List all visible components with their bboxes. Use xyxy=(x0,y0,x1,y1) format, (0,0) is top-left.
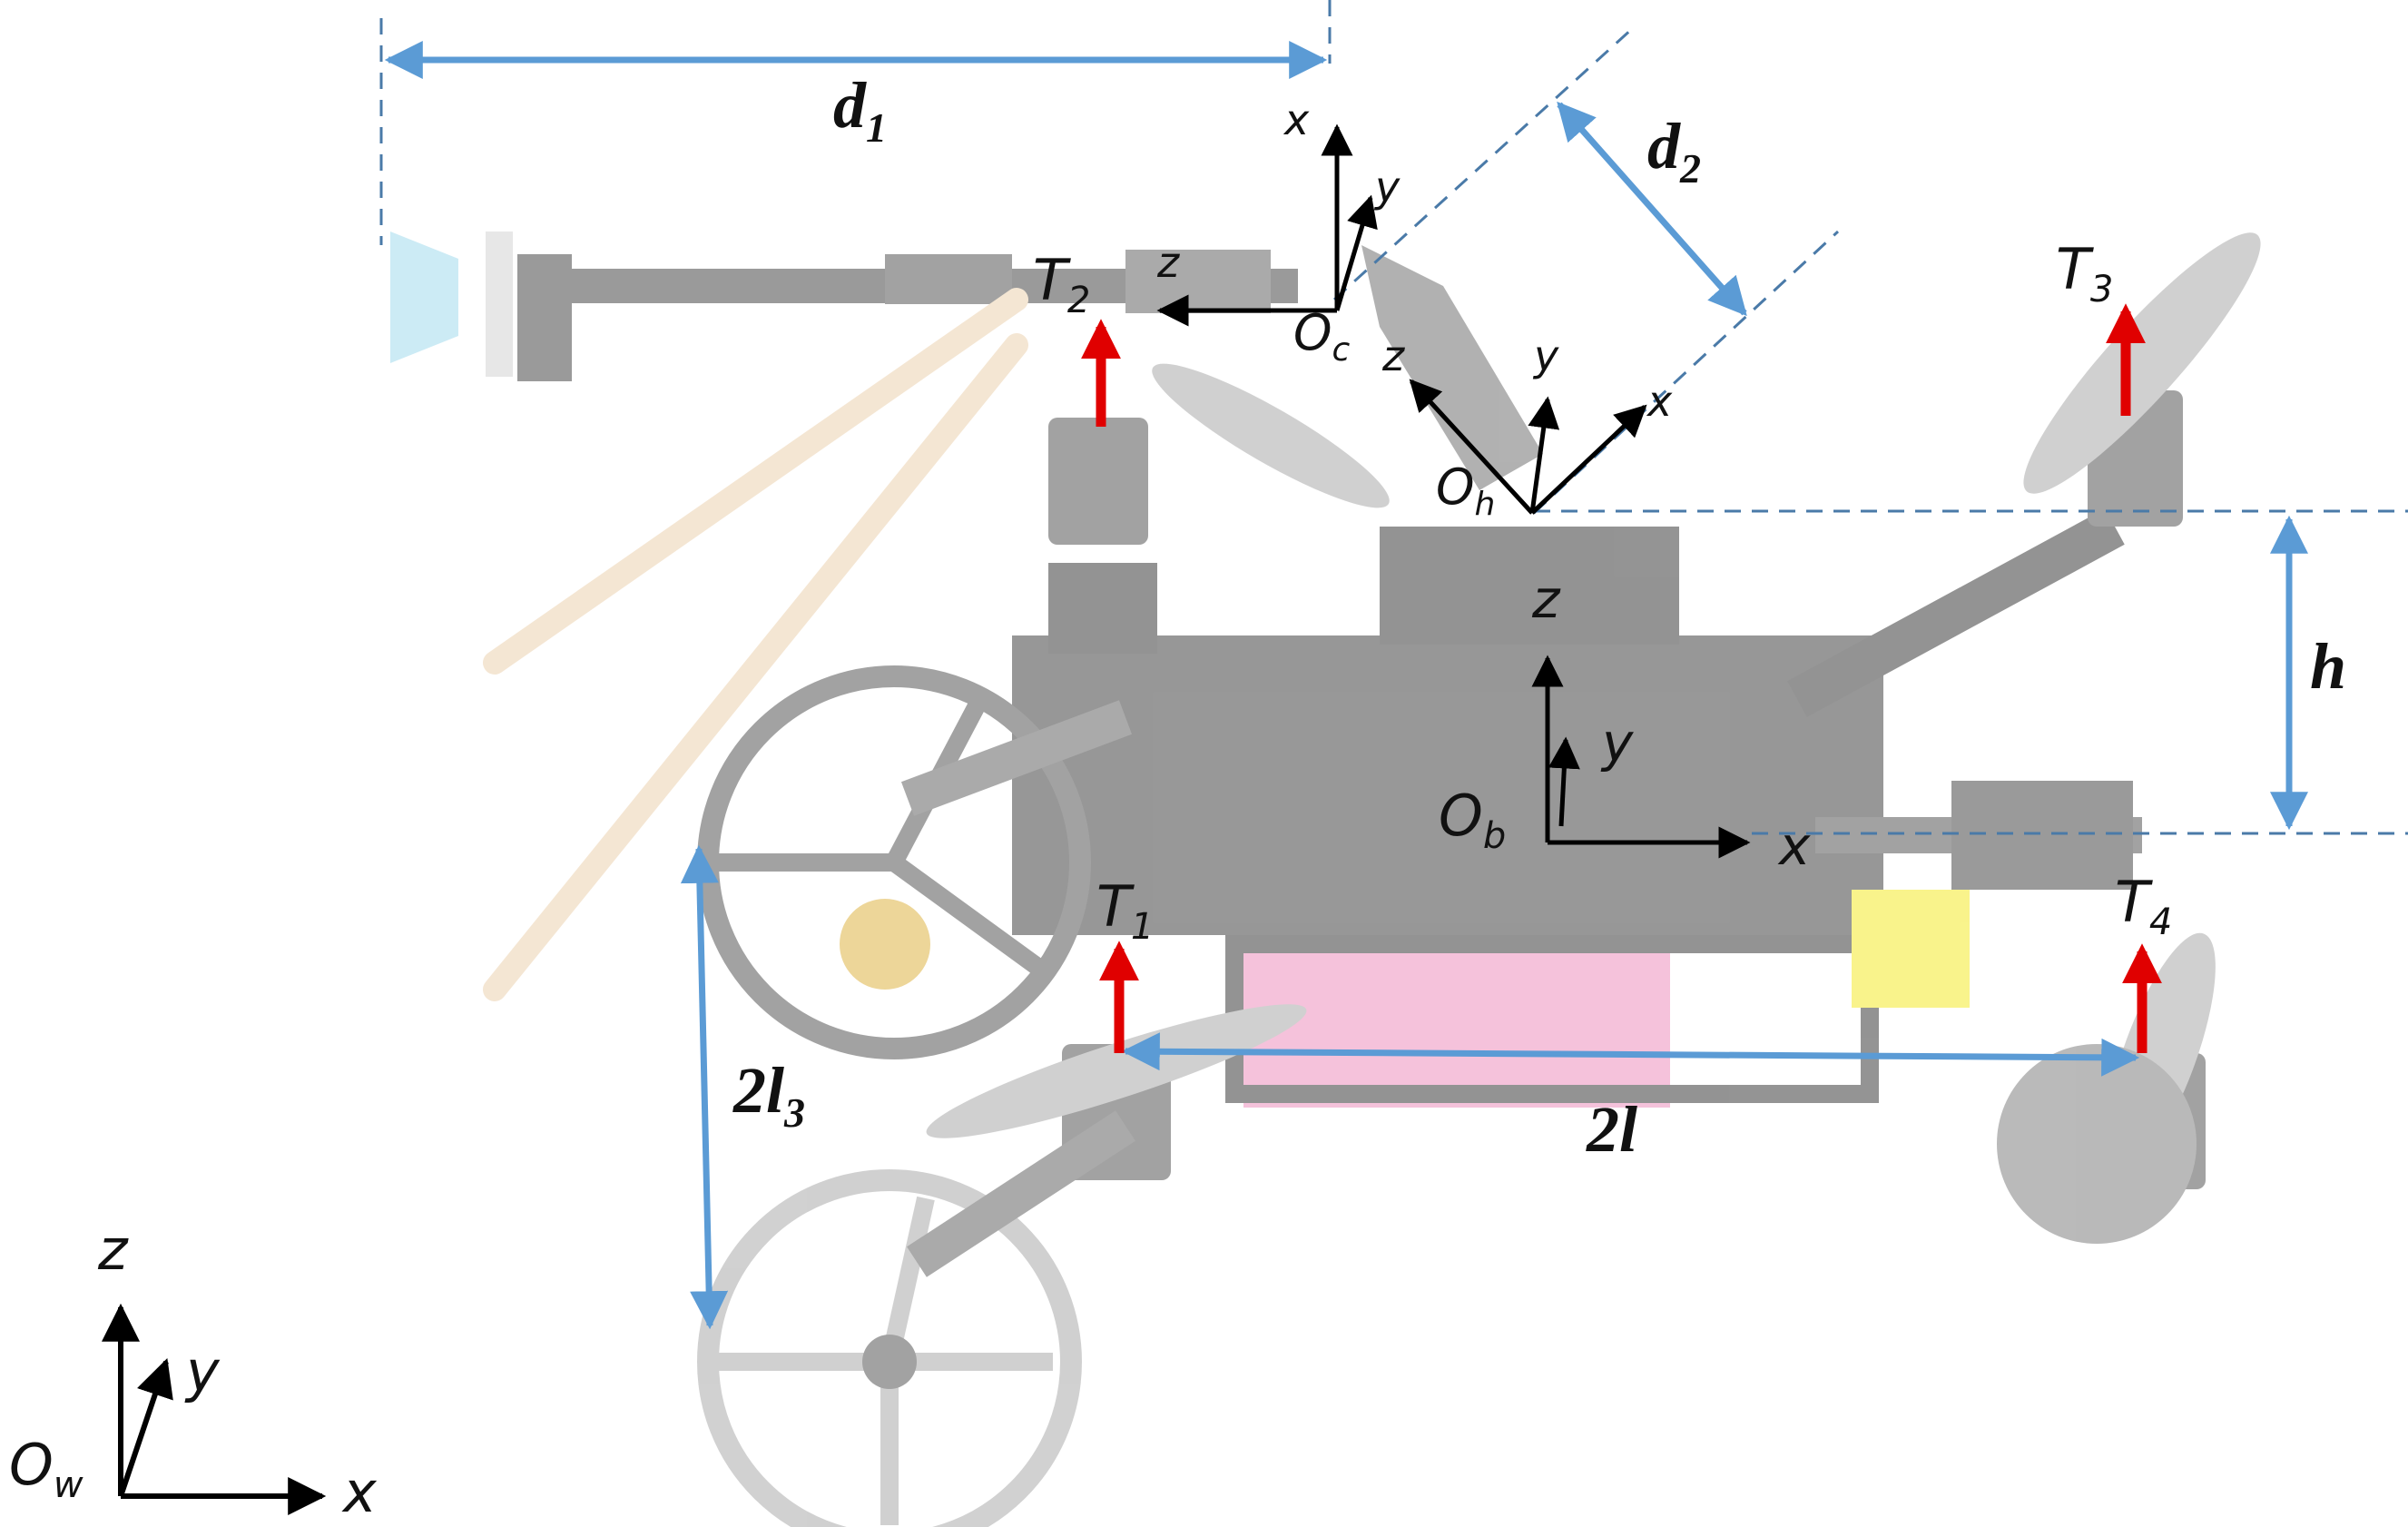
label-h: h xyxy=(2310,630,2346,703)
motor-rear-top xyxy=(2088,390,2183,527)
propeller-front-top xyxy=(1152,363,1390,508)
suspension-lower xyxy=(907,1110,1135,1277)
label-d2: d2 xyxy=(1647,110,1701,192)
camera-link xyxy=(1125,250,1271,313)
arm-end-block xyxy=(517,254,572,381)
label-t2: T2 xyxy=(1033,247,1090,321)
label-world-origin: Ow xyxy=(9,1432,84,1506)
label-2l: 2l xyxy=(1586,1093,1637,1166)
dimension-lines xyxy=(384,41,2308,1330)
label-camera-x: x xyxy=(1283,95,1310,144)
dim-2l3 xyxy=(680,844,729,1330)
label-d1: d1 xyxy=(833,69,887,151)
label-body-z: z xyxy=(1531,568,1561,630)
rear-wheel xyxy=(1997,1044,2197,1244)
label-world-x: x xyxy=(341,1459,378,1525)
arm-mount xyxy=(885,254,1012,304)
label-camera-origin: Oc xyxy=(1293,304,1351,369)
label-body-origin: Ob xyxy=(1439,783,1506,857)
frame-world-axes xyxy=(102,1303,327,1515)
frame-body-axes xyxy=(1531,655,1751,859)
label-hand-x: x xyxy=(1646,377,1673,426)
frame-hand-axes xyxy=(1409,379,1647,515)
label-hand-z: z xyxy=(1381,331,1405,380)
label-world-z: z xyxy=(97,1217,129,1283)
label-body-y: y xyxy=(1600,712,1634,773)
battery xyxy=(1243,953,1670,1108)
front-motor-mount xyxy=(1048,563,1157,654)
propeller-rear-bottom xyxy=(2105,932,2216,1174)
label-t4: T4 xyxy=(2115,869,2172,943)
dim-2l xyxy=(1121,1032,2140,1077)
motor-rear-bottom xyxy=(2088,1053,2206,1189)
rear-block xyxy=(1951,781,2133,890)
gripper xyxy=(390,232,458,363)
main-body xyxy=(1012,635,1883,935)
label-hand-origin: Oh xyxy=(1436,458,1495,523)
dim-d2 xyxy=(1557,101,1747,317)
gripper-plate xyxy=(486,232,513,377)
propeller-rear-top xyxy=(2023,232,2261,494)
battery-frame xyxy=(1225,935,1879,1103)
motor-front-top xyxy=(1048,418,1148,545)
rear-arm xyxy=(1787,508,2125,717)
thrust-arrows xyxy=(1081,303,2162,1053)
label-2l3: 2l3 xyxy=(732,1054,805,1136)
motor-front-bottom xyxy=(1062,1044,1171,1180)
top-box xyxy=(1380,527,1679,645)
landing-stick-2 xyxy=(483,333,1028,1001)
wheel-lower xyxy=(697,1169,1082,1527)
suspension-upper xyxy=(900,700,1133,816)
label-t1: T1 xyxy=(1096,873,1154,948)
label-world-y: y xyxy=(184,1338,221,1404)
rear-bar xyxy=(1815,817,2142,853)
label-body-x: x xyxy=(1777,815,1811,877)
robot-structure xyxy=(390,232,2261,1527)
yellow-module xyxy=(1852,890,1970,1008)
landing-stick-1 xyxy=(483,288,1028,675)
label-t3: T3 xyxy=(2056,236,2113,310)
label-camera-z: z xyxy=(1156,238,1180,287)
wrist-link xyxy=(1361,245,1543,490)
frame-camera-axes xyxy=(1156,123,1378,327)
label-hand-y: y xyxy=(1532,331,1559,380)
label-camera-y: y xyxy=(1373,163,1401,212)
